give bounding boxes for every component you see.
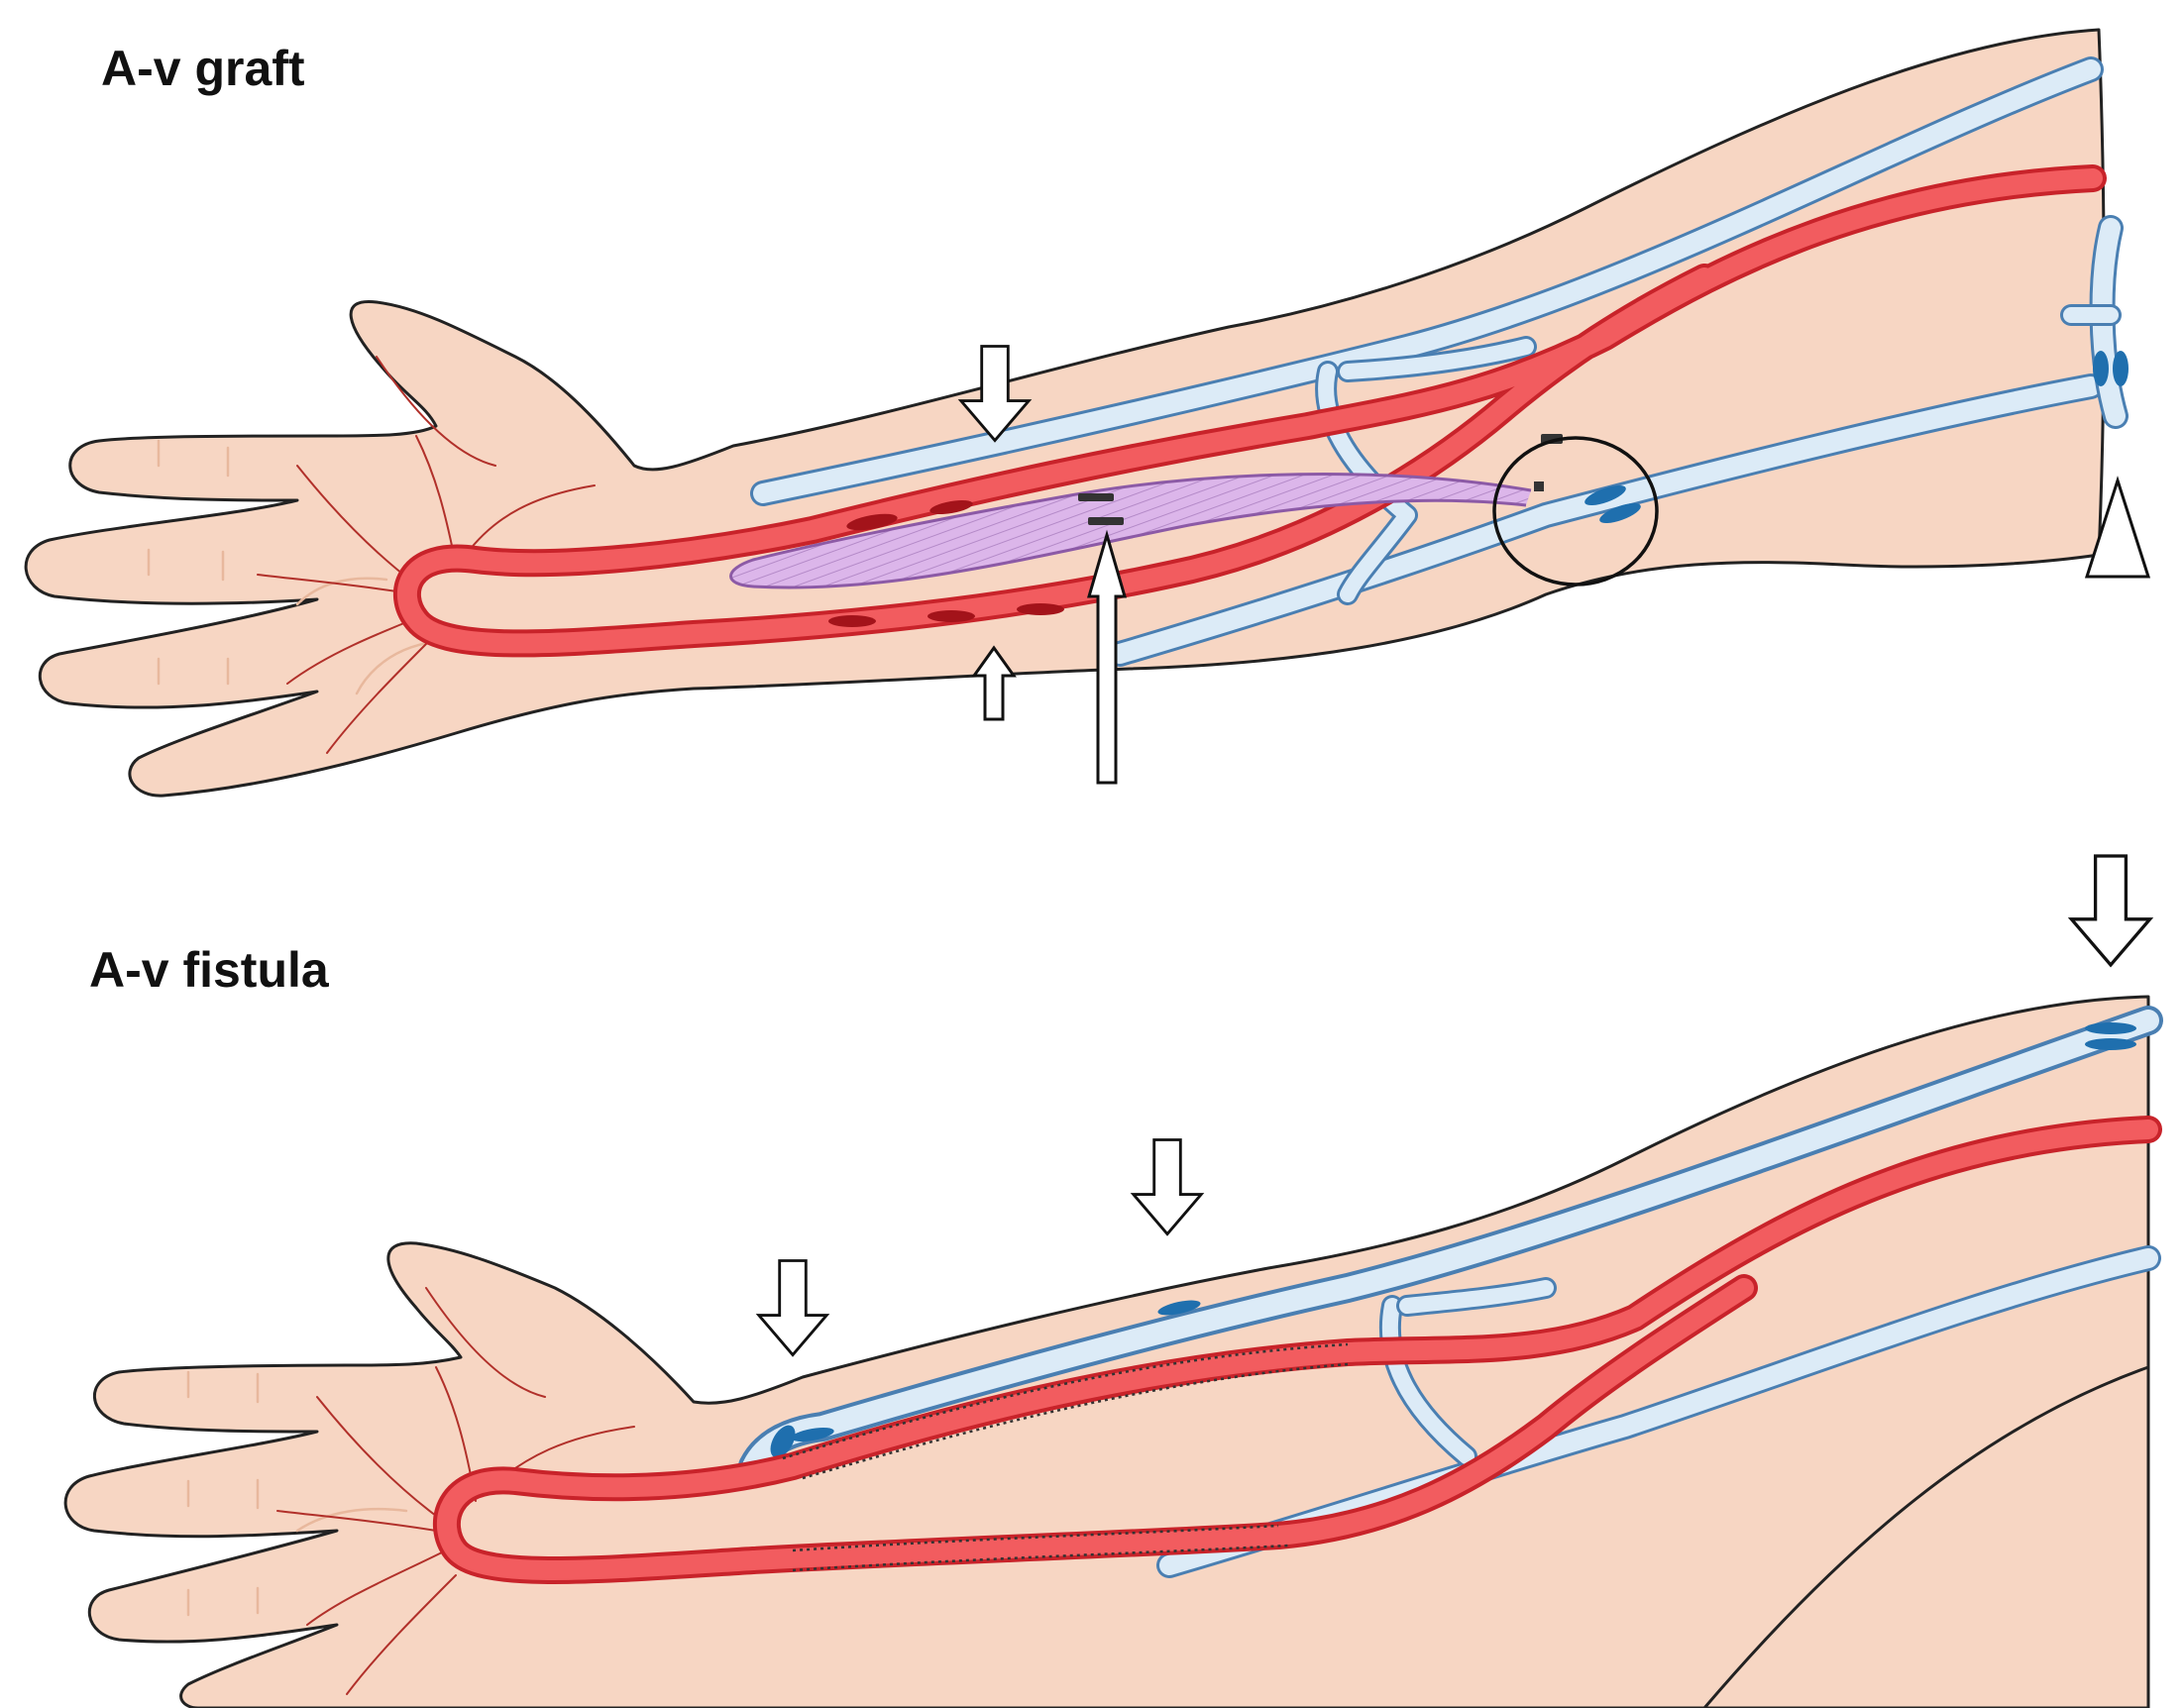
panel-title-fistula: A-v fistula [89,942,330,998]
graft-marker-up-arrow-long-icon [1087,529,1127,785]
graft-finger-crease [147,548,225,582]
graft-venous-stenosis [1584,351,2129,523]
fistula-upper-arm-lower-edge [1702,1365,2149,1708]
graft-arm-skin [24,28,2106,798]
graft-veins [750,56,2129,667]
graft-anastomosis-circle-icon [1492,436,1659,587]
graft-arterial-thrombus [828,499,1064,627]
panel-title-graft: A-v graft [101,41,305,96]
fistula-finger-crease [186,1370,260,1404]
fistula-artery [432,1116,2162,1584]
fistula-venous-stenosis [770,1022,2136,1458]
graft-prosthetic-loop [729,473,1532,589]
panel-av-fistula: A-v fistula [63,854,2163,1708]
graft-finger-crease [157,657,230,686]
fistula-marker-down-arrow-1-icon [756,1258,829,1357]
graft-hand-nerves [257,356,596,754]
graft-marker-up-arrow-short-icon [971,645,1017,721]
fistula-marker-down-arrow-2-icon [1132,1138,1203,1235]
graft-marker-arrowhead-icon [2084,476,2151,579]
fistula-finger-crease [186,1478,260,1510]
panel-av-graft: A-v graft [24,28,2151,798]
fistula-arterialized-segment [782,1342,1349,1572]
fistula-hand-nerves [276,1287,635,1695]
fistula-palm-crease [295,1507,408,1533]
graft-finger-crease [157,439,230,478]
fistula-marker-down-arrow-3-icon [2069,854,2152,967]
fistula-finger-crease [186,1586,260,1617]
graft-artery [392,164,2107,658]
